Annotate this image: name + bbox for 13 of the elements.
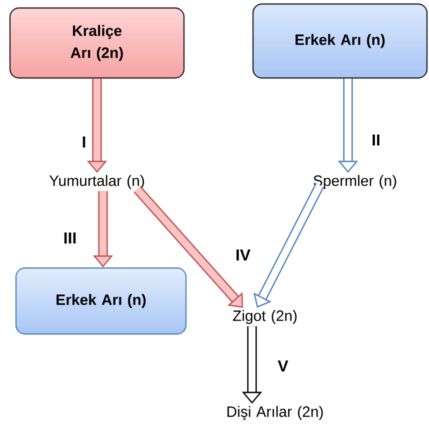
- process-box: Kraliçe Arı (2n): [9, 7, 185, 79]
- edge-label: V: [278, 360, 288, 372]
- process-box: Erkek Arı (n): [252, 3, 428, 79]
- edge-label: I: [82, 136, 86, 148]
- block-arrow: [134, 186, 243, 308]
- node-text: Zigot (2n): [232, 310, 297, 324]
- node-text: Dişi Arılar (2n): [227, 406, 323, 420]
- process-box: Erkek Arı (n): [15, 267, 187, 335]
- node-text: Spermler (n): [314, 175, 396, 189]
- edge-label: IV: [236, 250, 250, 260]
- node-text: Yumurtalar (n): [49, 175, 144, 189]
- edge-label: III: [64, 232, 76, 244]
- edge-label: II: [372, 134, 380, 146]
